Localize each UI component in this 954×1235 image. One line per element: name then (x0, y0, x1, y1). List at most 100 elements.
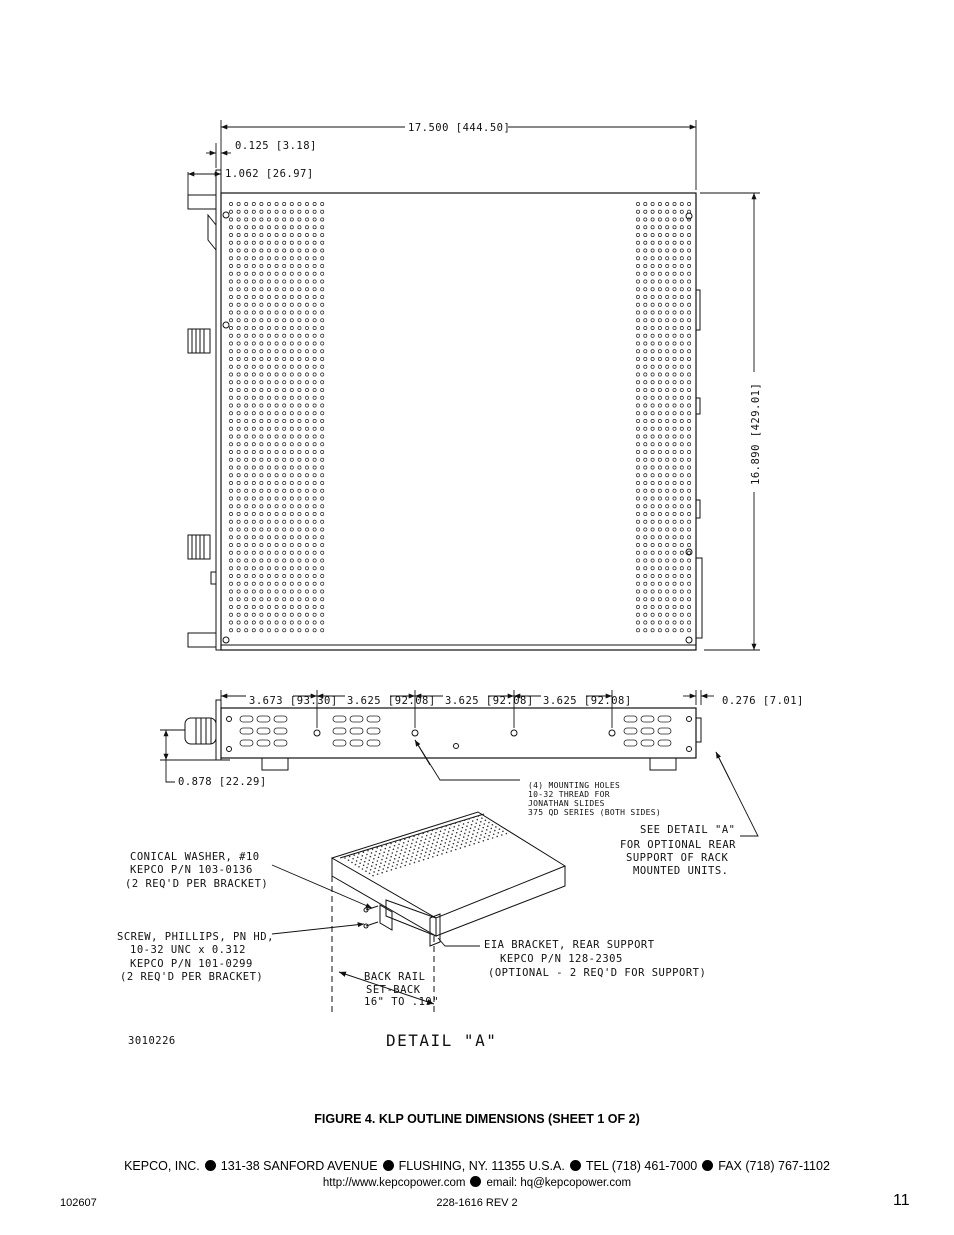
vent-hole (289, 372, 294, 377)
vent-hole (289, 535, 294, 540)
vent-hole (244, 372, 249, 377)
vent-hole (312, 426, 317, 431)
vent-hole (687, 372, 692, 377)
vent-hole (657, 333, 662, 338)
vent-hole (282, 233, 287, 237)
vent-hole (643, 442, 648, 447)
vent-hole (650, 202, 655, 206)
vent-hole (312, 209, 317, 214)
vent-hole (251, 411, 256, 416)
vent-hole (459, 834, 462, 836)
vent-slot (256, 727, 271, 735)
vent-hole (274, 248, 279, 253)
vent-hole (650, 233, 655, 237)
vent-hole (657, 357, 662, 361)
vent-hole (251, 419, 256, 423)
vent-hole (267, 566, 271, 571)
vent-hole (312, 411, 317, 416)
vent-hole (679, 605, 684, 609)
vent-hole (679, 419, 684, 423)
vent-hole (402, 842, 405, 844)
vent-hole (672, 450, 677, 454)
vent-hole (376, 873, 379, 875)
vent-hole (665, 349, 670, 354)
vent-hole (297, 209, 302, 214)
vent-hole (444, 842, 447, 844)
vent-hole (297, 341, 302, 346)
vent-hole (657, 504, 662, 509)
vent-hole (289, 465, 294, 470)
vent-hole (267, 349, 271, 354)
vent-hole (679, 395, 684, 400)
vent-hole (643, 628, 648, 633)
vent-hole (446, 847, 449, 850)
vent-hole (384, 847, 387, 850)
vent-hole (665, 543, 670, 547)
vent-hole (657, 349, 662, 354)
vent-hole (236, 318, 241, 323)
vent-hole (236, 426, 241, 431)
vent-hole (474, 839, 477, 841)
vent-hole (372, 874, 374, 877)
vent-hole (643, 581, 648, 586)
vent-hole (236, 628, 241, 633)
vent-hole (643, 411, 648, 416)
vent-hole (679, 465, 684, 470)
vent-hole (427, 857, 430, 859)
vent-hole (289, 310, 294, 315)
side-vent-slots (239, 715, 672, 747)
footer-email-link[interactable]: email: hq@kepcopower.com (486, 1177, 632, 1189)
vent-hole (289, 287, 294, 292)
vent-hole (312, 388, 317, 392)
vent-hole (282, 217, 287, 222)
vent-hole (320, 310, 325, 315)
vent-hole (636, 395, 640, 400)
vent-hole (445, 825, 448, 827)
vent-hole (229, 395, 233, 400)
vent-hole (650, 310, 655, 315)
vent-hole (320, 628, 325, 633)
vent-hole (665, 488, 670, 493)
vent-hole (687, 450, 692, 454)
footer-web-link[interactable]: http://www.kepcopower.com (322, 1177, 466, 1189)
vent-hole (687, 318, 692, 323)
vent-hole (236, 566, 241, 571)
vent-hole (320, 465, 325, 470)
vent-hole (297, 535, 302, 540)
vent-hole (312, 225, 317, 230)
vent-hole (267, 217, 271, 222)
vent-hole (320, 620, 325, 625)
vent-hole (259, 209, 264, 214)
vent-hole (289, 481, 294, 485)
vent-hole (282, 496, 287, 501)
vent-hole (436, 828, 438, 830)
vent-hole (390, 842, 392, 845)
vent-hole (650, 605, 655, 609)
vent-hole (636, 233, 640, 237)
vent-hole (274, 333, 279, 338)
vent-hole (244, 442, 249, 447)
vent-hole (282, 202, 287, 206)
vent-hole (305, 233, 309, 237)
vent-hole (244, 566, 249, 571)
vent-hole (320, 333, 325, 338)
vent-hole (259, 535, 264, 540)
vent-hole (297, 519, 302, 524)
vent-hole (368, 859, 371, 862)
vent-hole (320, 589, 325, 594)
vent-hole (312, 488, 317, 493)
vent-hole (229, 279, 233, 284)
vent-hole (229, 403, 233, 408)
vent-hole (679, 372, 684, 377)
vent-hole (665, 597, 670, 602)
vent-hole (229, 558, 233, 563)
vent-hole (312, 364, 317, 369)
vent-hole (679, 279, 684, 284)
vent-hole (405, 861, 408, 863)
vent-hole (363, 860, 366, 863)
vent-hole (636, 248, 640, 253)
vent-hole (289, 225, 294, 230)
vent-hole (289, 349, 294, 354)
vent-hole (282, 372, 287, 377)
vent-hole (687, 287, 692, 292)
